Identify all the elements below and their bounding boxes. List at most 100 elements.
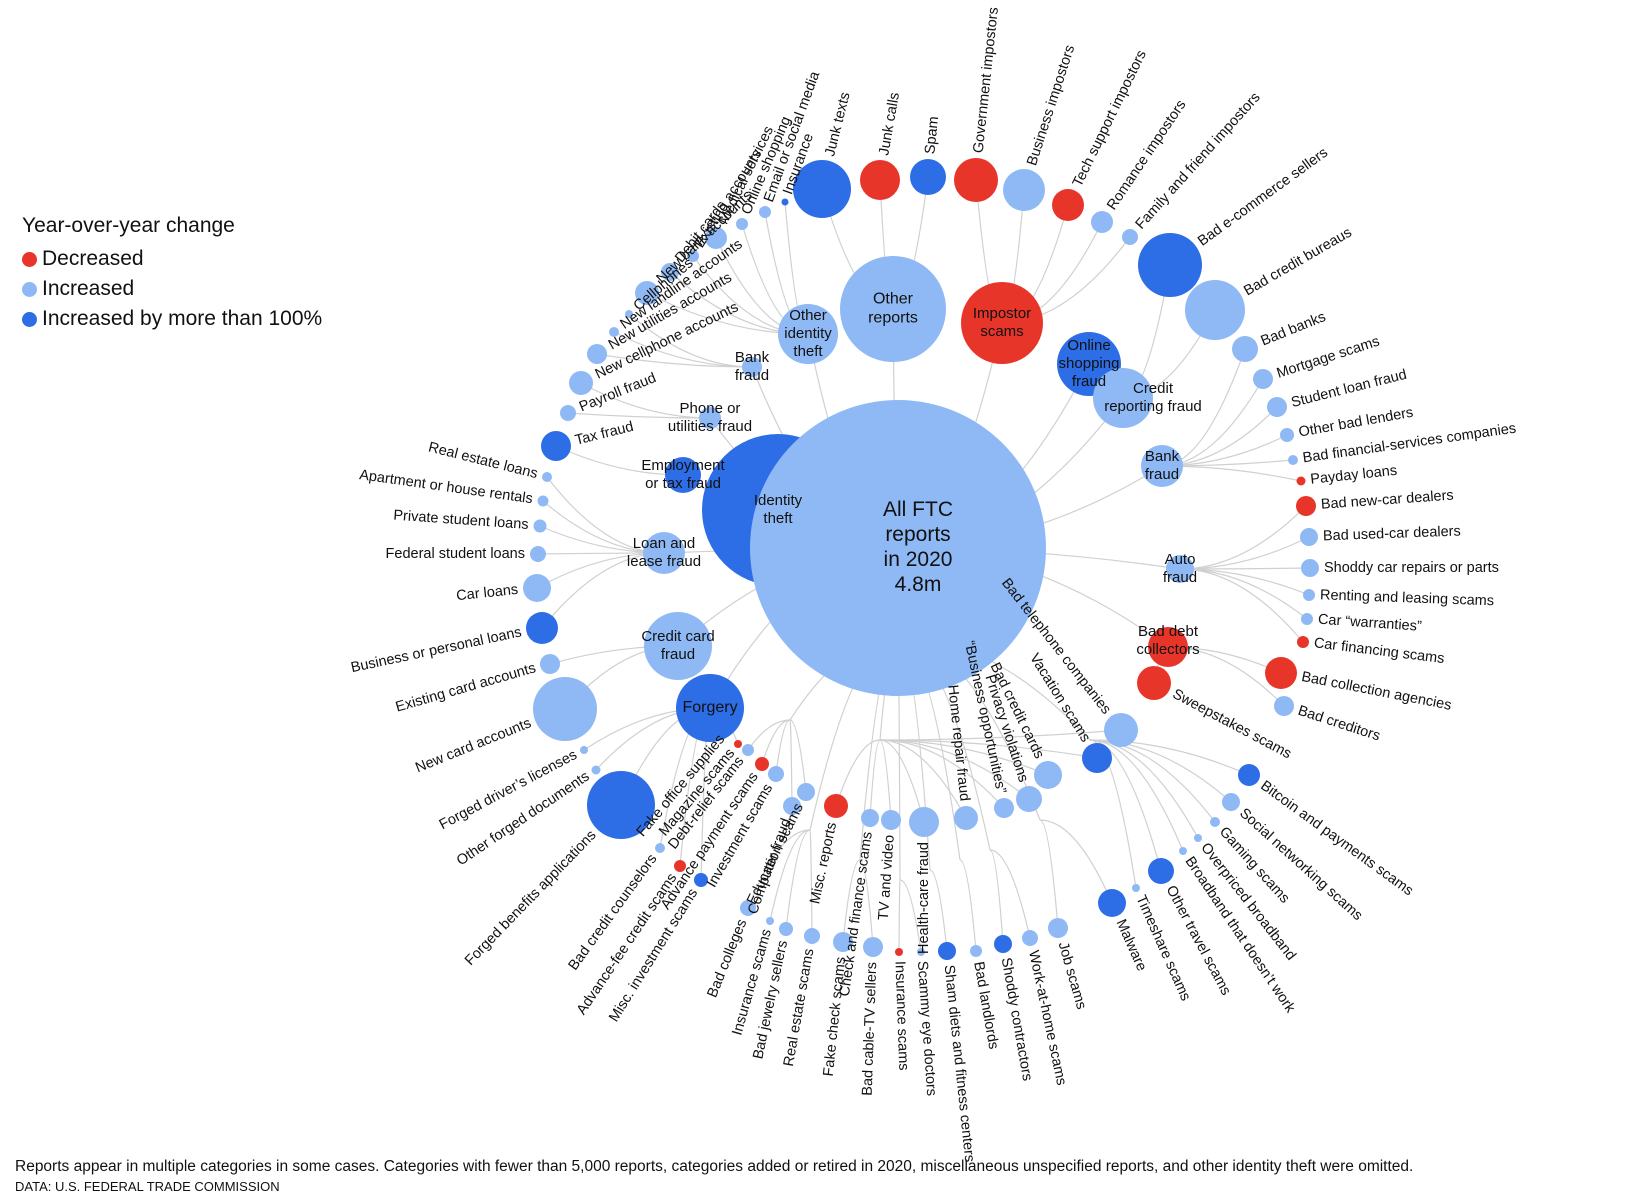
- leaf-bubble-government-impostors: [954, 158, 998, 202]
- link-line: [809, 829, 813, 937]
- group-label-bank-fraud: fraud: [1145, 466, 1179, 483]
- leaf-bubble-advance-fee-credit-scams: [674, 860, 686, 872]
- link-line: [1179, 505, 1307, 570]
- leaf-bubble-shoddy-contractors: [994, 935, 1012, 953]
- leaf-bubble-shoddy-car-repairs-or-parts: [1301, 559, 1319, 577]
- leaf-label-health-care-fraud: Health-care fraud: [916, 842, 932, 954]
- group-bubble-loan-and-lease-fraud: [643, 532, 685, 574]
- group-label-loan-and-lease-fraud: lease fraud: [627, 553, 701, 570]
- link-line: [929, 869, 948, 952]
- group-label-impostor-scams: Impostor: [973, 305, 1031, 322]
- group-label-identity-theft: theft: [763, 510, 793, 527]
- leaf-bubble-other-bad-lenders: [1280, 428, 1294, 442]
- leaf-bubble-broadband-that-doesn-t-work: [1179, 847, 1187, 855]
- group-label-phone-or-utilities-fraud: Phone or: [680, 400, 741, 417]
- nodes-layer: [523, 158, 1319, 960]
- group-label-bank-fraud: Bank: [1145, 448, 1180, 465]
- leaf-bubble-bad-financial-services-companies: [1288, 455, 1298, 465]
- leaf-label-car-warranties: Car “warranties”: [1317, 612, 1422, 635]
- leaf-label-bad-credit-bureaus: Bad credit bureaus: [1241, 225, 1354, 300]
- leaf-bubble-bad-landlords: [970, 945, 982, 957]
- leaf-label-bad-banks: Bad banks: [1259, 309, 1329, 350]
- leaf-bubble-insurance: [781, 198, 789, 206]
- leaf-bubble-home-repair-fraud: [954, 806, 978, 830]
- center-bubble-all-ftc-reports: [750, 400, 1046, 696]
- leaf-label-renting-and-leasing-scams: Renting and leasing scams: [1320, 587, 1495, 609]
- leaf-label-business-impostors: Business impostors: [1024, 43, 1078, 168]
- link-line: [899, 879, 922, 953]
- group-label-employment-or-tax-fraud: or tax fraud: [645, 475, 721, 492]
- leaf-bubble-real-estate-scams: [804, 928, 820, 944]
- leaf-label-federal-student-loans: Federal student loans: [386, 546, 525, 562]
- group-label-auto-fraud: Auto: [1165, 551, 1196, 568]
- legend-item-decreased: Decreased: [22, 244, 322, 274]
- leaf-label-car-loans: Car loans: [456, 582, 519, 604]
- leaf-bubble-junk-texts: [793, 160, 851, 218]
- leaf-bubble-new-card-accounts: [533, 677, 597, 741]
- leaf-label-student-loan-fraud: Student loan fraud: [1290, 367, 1409, 411]
- leaf-bubble-advance-payment-scams: [755, 757, 769, 771]
- link-line: [898, 879, 901, 953]
- group-bubble-auto-fraud: [1166, 555, 1194, 583]
- legend-label-increased-100: Increased by more than 100%: [42, 307, 323, 330]
- leaf-label-bad-collection-agencies: Bad collection agencies: [1300, 669, 1453, 714]
- leaf-bubble-bad-used-car-dealers: [1300, 528, 1318, 546]
- footer: Reports appear in multiple categories in…: [15, 1158, 1640, 1194]
- link-line: [1089, 739, 1137, 889]
- legend: Year-over-year change Decreased Increase…: [22, 214, 322, 334]
- leaf-bubble-tech-support-impostors: [1052, 189, 1084, 221]
- leaf-label-junk-calls: Junk calls: [876, 91, 903, 156]
- source-credit: DATA: U.S. FEDERAL TRADE COMMISSION: [15, 1179, 280, 1194]
- leaf-bubble-malware: [1098, 889, 1126, 917]
- leaf-bubble-computer-fraud: [783, 797, 801, 815]
- leaf-bubble-forged-driver-s-licenses: [580, 746, 588, 754]
- center-label: All FTC: [883, 498, 953, 521]
- link-line: [1089, 739, 1184, 852]
- leaf-bubble-new-landline-accounts: [609, 327, 619, 337]
- increased-100-swatch-icon: [22, 311, 37, 327]
- leaf-label-real-estate-loans: Real estate loans: [427, 440, 540, 483]
- leaf-label-existing-card-accounts: Existing card accounts: [394, 660, 538, 715]
- group-label-other-reports: Other: [873, 291, 914, 308]
- leaf-bubble-sham-diets-and-fitness-centers: [938, 942, 956, 960]
- leaf-label-other-bad-lenders: Other bad lenders: [1297, 405, 1414, 441]
- leaf-label-car-financing-scams: Car financing scams: [1313, 635, 1445, 667]
- group-label-bad-debt-collectors: Bad debt: [1138, 623, 1199, 640]
- leaf-label-bad-cable-tv-sellers: Bad cable-TV sellers: [860, 962, 881, 1096]
- leaf-bubble-bitcoin-and-payments-scams: [1238, 764, 1260, 786]
- leaf-bubble-bad-colleges: [740, 900, 756, 916]
- leaf-bubble-car-financing-scams: [1297, 636, 1309, 648]
- group-label-bad-debt-collectors: collectors: [1136, 641, 1199, 658]
- group-label-other-reports: reports: [868, 310, 918, 327]
- group-label-impostor-scams: scams: [980, 323, 1023, 340]
- leaf-label-tax-fraud: Tax fraud: [573, 419, 635, 449]
- leaf-bubble-bad-new-car-dealers: [1296, 496, 1316, 516]
- leaf-bubble-bad-cable-tv-sellers: [863, 937, 883, 957]
- group-label-other-identity-theft: Other: [789, 307, 827, 324]
- leaf-label-spam: Spam: [922, 116, 942, 155]
- leaf-bubble-mortgage-scams: [1253, 369, 1273, 389]
- group-label-phone-or-utilities-fraud: utilities fraud: [668, 418, 752, 435]
- leaf-label-payday-loans: Payday loans: [1310, 463, 1398, 488]
- group-label-auto-fraud: fraud: [1163, 569, 1197, 586]
- leaf-label-bad-landlords: Bad landlords: [970, 960, 1001, 1050]
- leaf-label-computer-fraud: Computer fraud: [745, 816, 794, 916]
- leaf-bubble-email-or-social-media: [759, 206, 771, 218]
- leaf-bubble-debt-relief-scams: [742, 744, 754, 756]
- link-line: [879, 739, 925, 823]
- leaf-bubble-bad-collection-agencies: [1265, 657, 1297, 689]
- leaf-bubble-work-at-home-scams: [1022, 930, 1038, 946]
- leaf-label-bad-e-commerce-sellers: Bad e-commerce sellers: [1195, 145, 1331, 250]
- leaf-bubble-spam: [910, 159, 946, 195]
- group-bubble-credit-reporting-fraud: [1093, 368, 1153, 428]
- link-line: [989, 849, 1004, 945]
- leaf-label-junk-texts: Junk texts: [822, 91, 853, 158]
- center-label: 4.8m: [895, 573, 942, 596]
- group-label-online-shopping-fraud: fraud: [1072, 373, 1106, 390]
- group-label-credit-card-fraud: Credit card: [641, 628, 714, 645]
- leaf-label-job-scams: Job scams: [1055, 940, 1089, 1011]
- center-label: in 2020: [884, 548, 953, 571]
- group-label-credit-reporting-fraud: Credit: [1133, 380, 1174, 397]
- leaf-label-private-student-loans: Private student loans: [393, 508, 529, 533]
